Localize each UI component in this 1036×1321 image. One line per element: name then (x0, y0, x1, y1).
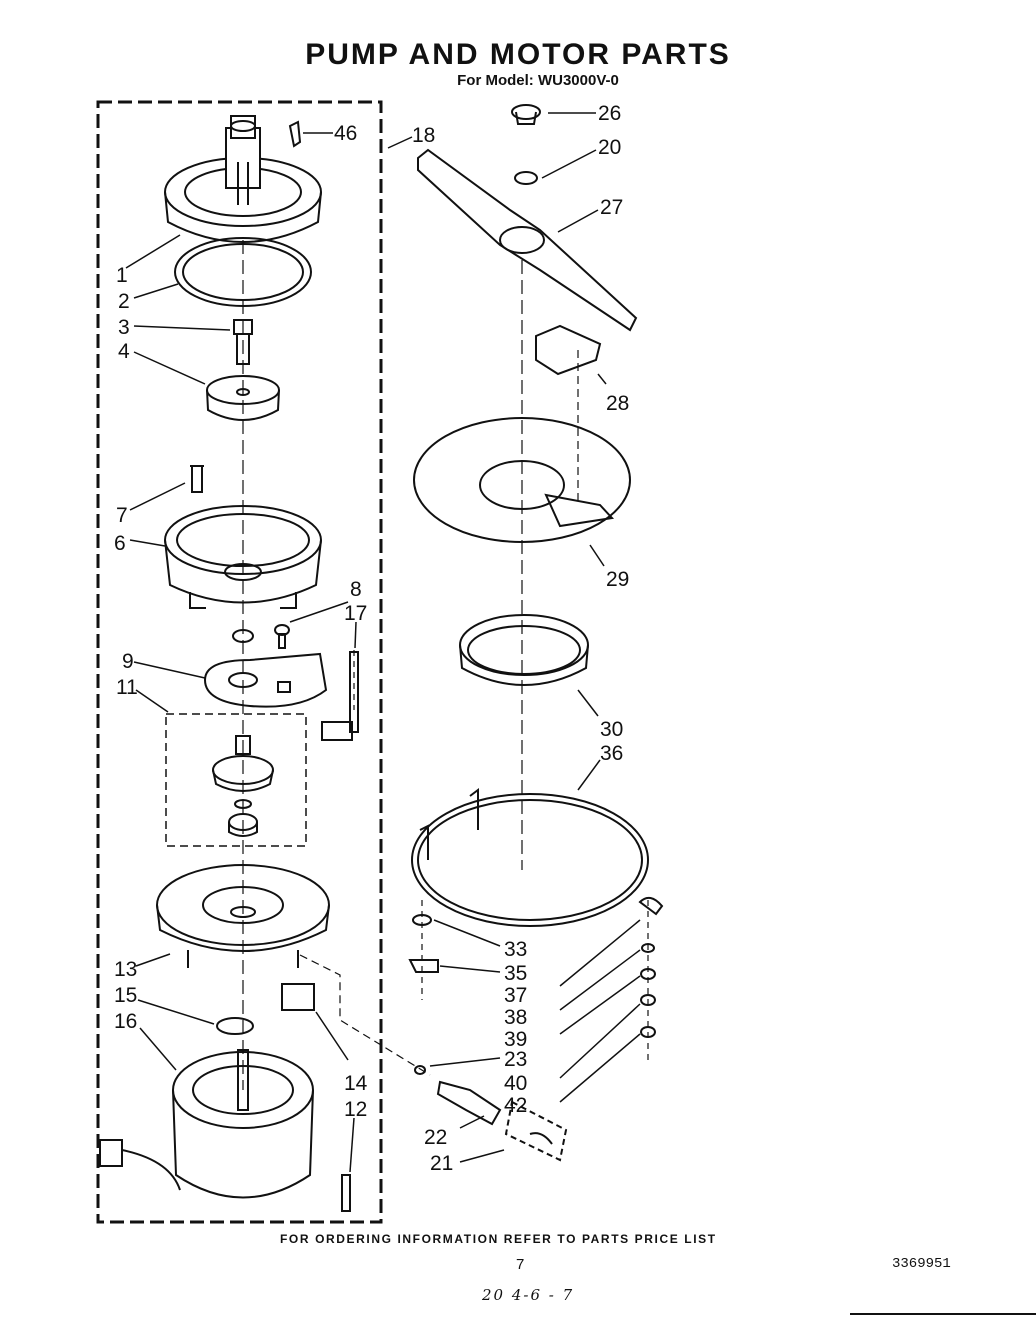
callout-26: 26 (598, 102, 621, 125)
part-26-cap (511, 104, 541, 125)
part-14-block (281, 983, 315, 1011)
callout-23: 23 (504, 1048, 527, 1071)
callout-33: 33 (504, 938, 527, 961)
callout-1: 1 (116, 264, 128, 287)
part-disc (206, 375, 280, 421)
part-15-washer (216, 1017, 254, 1035)
callout-6: 6 (114, 532, 126, 555)
part-12-screw (341, 1174, 351, 1212)
model-line: For Model: WU3000V-0 (457, 72, 619, 89)
callout-13: 13 (114, 958, 137, 981)
part-28-deflector (535, 324, 602, 376)
assembly-boundary (96, 100, 383, 1224)
callout-36: 36 (600, 742, 623, 765)
part-ring-seal (174, 237, 312, 307)
part-motor (99, 1049, 314, 1199)
impeller-group-boundary (165, 713, 307, 847)
callout-8: 8 (350, 578, 362, 601)
part-hardware-stack (638, 896, 664, 1038)
callout-12: 12 (344, 1098, 367, 1121)
part-pump-cover (164, 115, 322, 243)
part-17-rod (321, 651, 359, 741)
part-plate (203, 652, 328, 708)
part-29-filter-disc (413, 417, 631, 543)
callout-2: 2 (118, 290, 130, 313)
part-20-washer (514, 171, 538, 185)
callout-11: 11 (116, 676, 138, 699)
part-pump-housing (164, 505, 322, 609)
callout-39: 39 (504, 1028, 527, 1051)
callout-22: 22 (424, 1126, 447, 1149)
page-number: 7 (516, 1256, 525, 1273)
callout-38: 38 (504, 1006, 527, 1029)
callout-3: 3 (118, 316, 130, 339)
callout-18: 18 (412, 124, 435, 147)
part-bolt (233, 319, 253, 365)
part-21-clip (504, 1100, 568, 1162)
part-36-hoop (411, 788, 649, 927)
document-number: 3369951 (892, 1256, 951, 1272)
ordering-info-note: FOR ORDERING INFORMATION REFER TO PARTS … (280, 1232, 717, 1246)
callout-37: 37 (504, 984, 527, 1007)
part-22-sensor (436, 1080, 502, 1126)
callout-17: 17 (344, 602, 367, 625)
callout-21: 21 (430, 1152, 453, 1175)
part-33-washer (412, 914, 432, 926)
part-impeller (212, 735, 274, 837)
callout-42: 42 (504, 1094, 527, 1117)
part-screw (190, 465, 204, 493)
part-30-ring (459, 614, 589, 686)
callout-15: 15 (114, 984, 137, 1007)
handwritten-note: 20 4-6 - 7 (482, 1286, 575, 1304)
callout-40: 40 (504, 1072, 527, 1095)
callout-4: 4 (118, 340, 130, 363)
callout-30: 30 (600, 718, 623, 741)
part-35-bracket (408, 959, 439, 973)
page-title: PUMP AND MOTOR PARTS (305, 38, 731, 71)
part-8-screw (274, 624, 290, 649)
callout-27: 27 (600, 196, 623, 219)
part-46-clip (288, 120, 302, 148)
callout-35: 35 (504, 962, 527, 985)
callout-7: 7 (116, 504, 128, 527)
callout-20: 20 (598, 136, 621, 159)
callout-28: 28 (606, 392, 629, 415)
part-pump-base (156, 864, 330, 968)
part-23-oring (414, 1065, 426, 1075)
callout-46: 46 (334, 122, 357, 145)
callout-16: 16 (114, 1010, 137, 1033)
callout-9: 9 (122, 650, 134, 673)
callout-14: 14 (344, 1072, 368, 1095)
callout-29: 29 (606, 568, 629, 591)
part-spray-arm (417, 148, 638, 332)
